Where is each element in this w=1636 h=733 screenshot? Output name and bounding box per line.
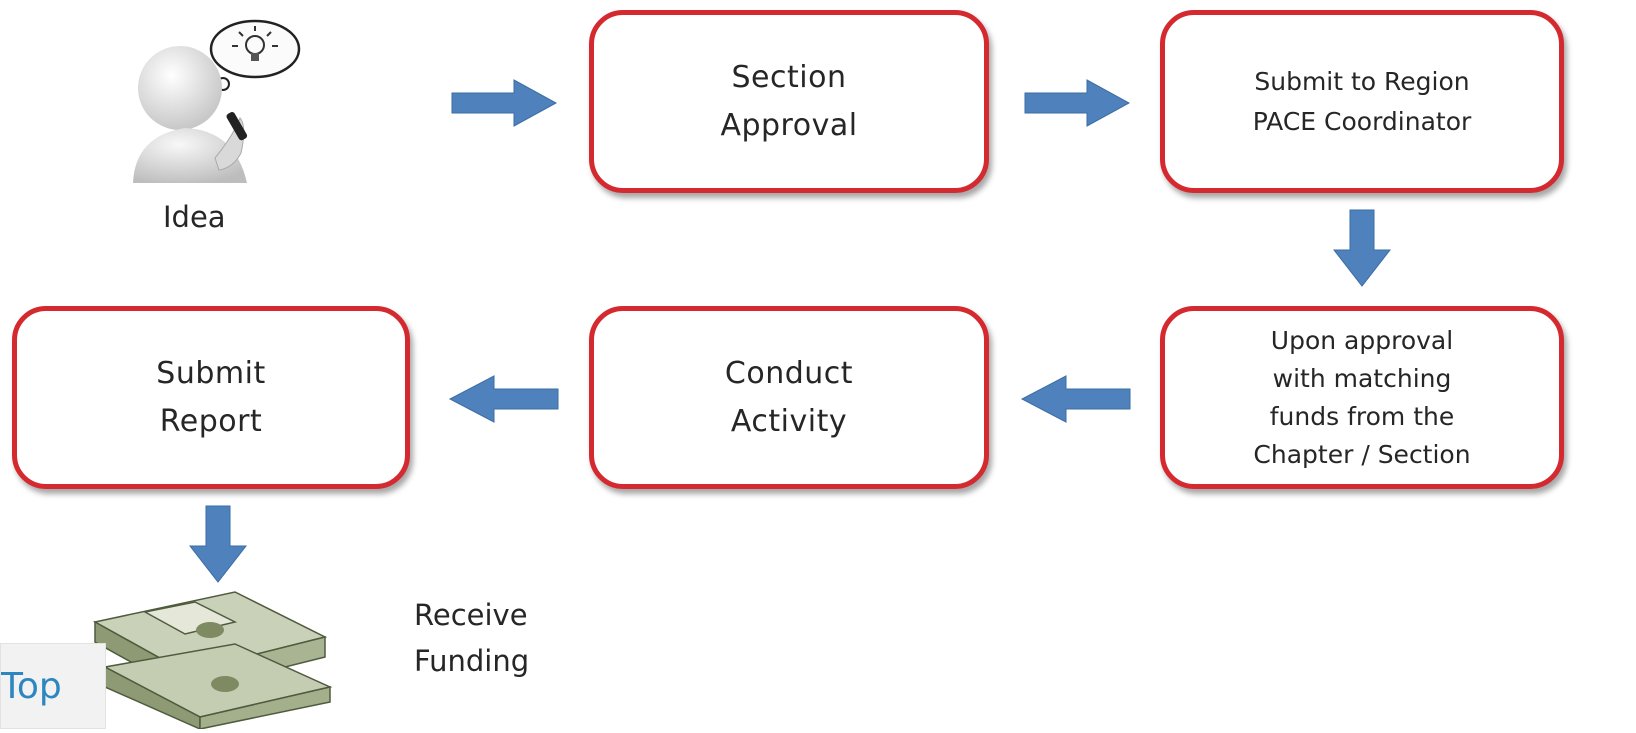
arrow-left-icon — [448, 375, 559, 423]
arrow-down-icon — [188, 505, 248, 583]
submit-region-box: Submit to Region PACE Coordinator — [1160, 10, 1564, 193]
section-approval-label: Section Approval — [720, 59, 858, 143]
idea-label: Idea — [163, 200, 226, 234]
arrow-right-icon — [451, 79, 558, 127]
upon-approval-box: Upon approval with matching funds from t… — [1160, 306, 1564, 489]
section-approval-box: Section Approval — [589, 10, 989, 193]
upon-approval-label: Upon approval with matching funds from t… — [1253, 325, 1471, 469]
money-stack-icon — [85, 582, 335, 731]
top-link-label[interactable]: Top — [1, 666, 62, 707]
arrow-right-icon — [1024, 79, 1131, 127]
submit-report-box: Submit Report — [12, 306, 410, 489]
receive-funding-label: Receive Funding — [414, 598, 530, 678]
submit-region-label: Submit to Region PACE Coordinator — [1252, 66, 1472, 136]
back-to-top-link[interactable]: Top — [0, 643, 106, 729]
conduct-activity-label: Conduct Activity — [724, 355, 854, 439]
arrow-down-icon — [1332, 209, 1392, 287]
submit-report-label: Submit Report — [156, 355, 266, 439]
arrow-left-icon — [1020, 375, 1131, 423]
conduct-activity-box: Conduct Activity — [589, 306, 989, 489]
idea-person-icon — [115, 18, 335, 183]
